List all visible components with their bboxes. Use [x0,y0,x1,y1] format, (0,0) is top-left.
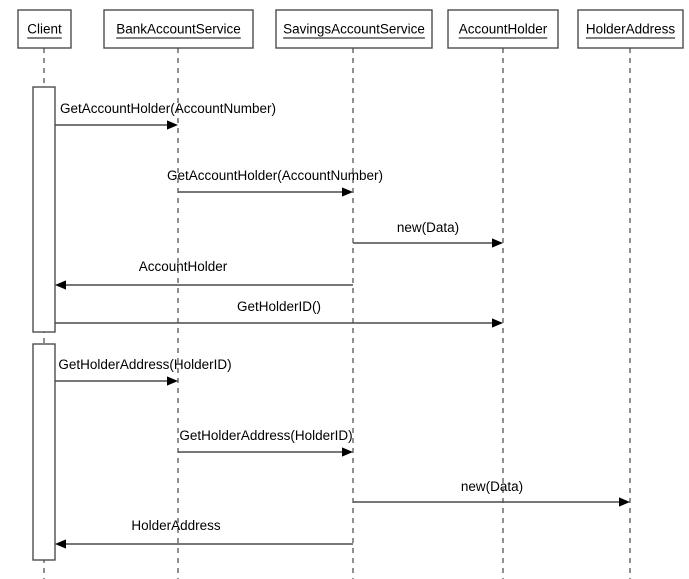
message-arrowhead-4 [55,280,66,290]
participants-layer: Client BankAccountService SavingsAccountSe… [17,9,684,49]
message-label-2: GetAccountHolder(AccountNumber) [167,168,383,183]
message-label-3: new(Data) [397,220,459,235]
message-9[interactable]: HolderAddress [55,518,353,549]
message-arrowhead-3 [492,238,503,248]
message-label-5: GetHolderID() [237,299,321,314]
message-label-8: new(Data) [461,479,523,494]
participant-label-bankaccountservice: BankAccountService [116,22,241,37]
activation-bar-client [32,343,56,561]
activation-bar-client [32,86,56,333]
message-4[interactable]: AccountHolder [55,259,353,290]
message-8[interactable]: new(Data) [353,479,630,507]
participant-box-accountholder [447,9,559,49]
message-label-9: HolderAddress [131,518,221,533]
message-arrowhead-7 [342,447,353,457]
message-arrowhead-2 [342,187,353,197]
message-arrowhead-1 [167,120,178,130]
message-arrowhead-6 [167,376,178,386]
participant-box-holderaddress [577,9,684,49]
participant-box-savingsaccountservice [275,9,433,49]
participant-box-client [17,9,72,49]
message-3[interactable]: new(Data) [353,220,503,248]
participant-savingsaccountservice[interactable]: SavingsAccountService [275,9,433,49]
message-arrowhead-5 [492,318,503,328]
message-6[interactable]: GetHolderAddress(HolderID) [55,357,232,386]
message-1[interactable]: GetAccountHolder(AccountNumber) [55,101,276,130]
participant-bankaccountservice[interactable]: BankAccountService [103,9,254,49]
participant-label-client: Client [27,22,62,37]
message-label-6: GetHolderAddress(HolderID) [58,357,231,372]
message-label-1: GetAccountHolder(AccountNumber) [60,101,276,116]
message-7[interactable]: GetHolderAddress(HolderID) [178,428,353,457]
participant-label-holderaddress: HolderAddress [586,22,676,37]
participant-client[interactable]: Client [17,9,72,49]
message-2[interactable]: GetAccountHolder(AccountNumber) [167,168,383,197]
participant-holderaddress[interactable]: HolderAddress [577,9,684,49]
lifelines-layer [43,48,631,579]
message-arrowhead-8 [619,497,630,507]
message-5[interactable]: GetHolderID() [55,299,503,328]
participant-box-bankaccountservice [103,9,254,49]
message-label-7: GetHolderAddress(HolderID) [179,428,352,443]
messages-layer: GetAccountHolder(AccountNumber) GetAccoun… [55,101,630,549]
participant-label-savingsaccountservice: SavingsAccountService [283,22,425,37]
message-label-4: AccountHolder [139,259,228,274]
participant-accountholder[interactable]: AccountHolder [447,9,559,49]
message-arrowhead-9 [55,539,66,549]
participant-label-accountholder: AccountHolder [459,22,548,37]
activations-layer [32,86,56,561]
